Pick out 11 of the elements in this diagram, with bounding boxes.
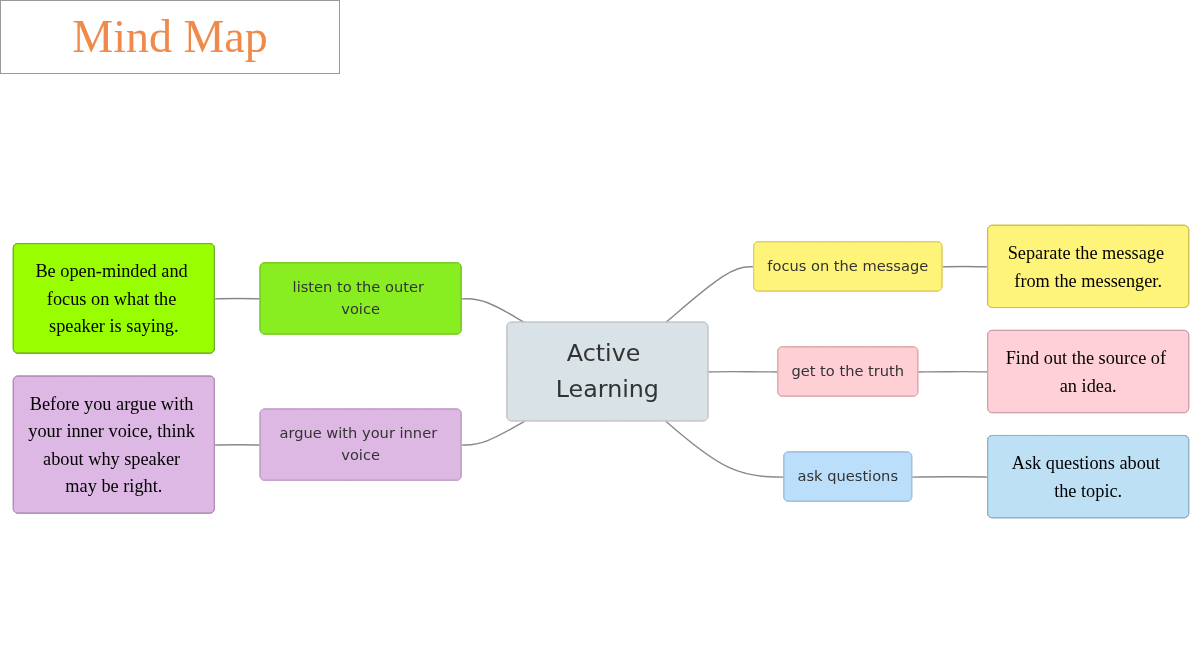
connector: [707, 370, 779, 373]
connector: [941, 265, 989, 268]
connector: [213, 297, 261, 300]
connector: [664, 265, 755, 323]
connector: [213, 443, 261, 446]
connector: [460, 297, 525, 323]
diagram-title: Mind Map: [0, 0, 340, 74]
connector: [911, 475, 989, 478]
connector: [664, 420, 785, 478]
connector: [917, 370, 989, 373]
connector: [460, 420, 525, 446]
